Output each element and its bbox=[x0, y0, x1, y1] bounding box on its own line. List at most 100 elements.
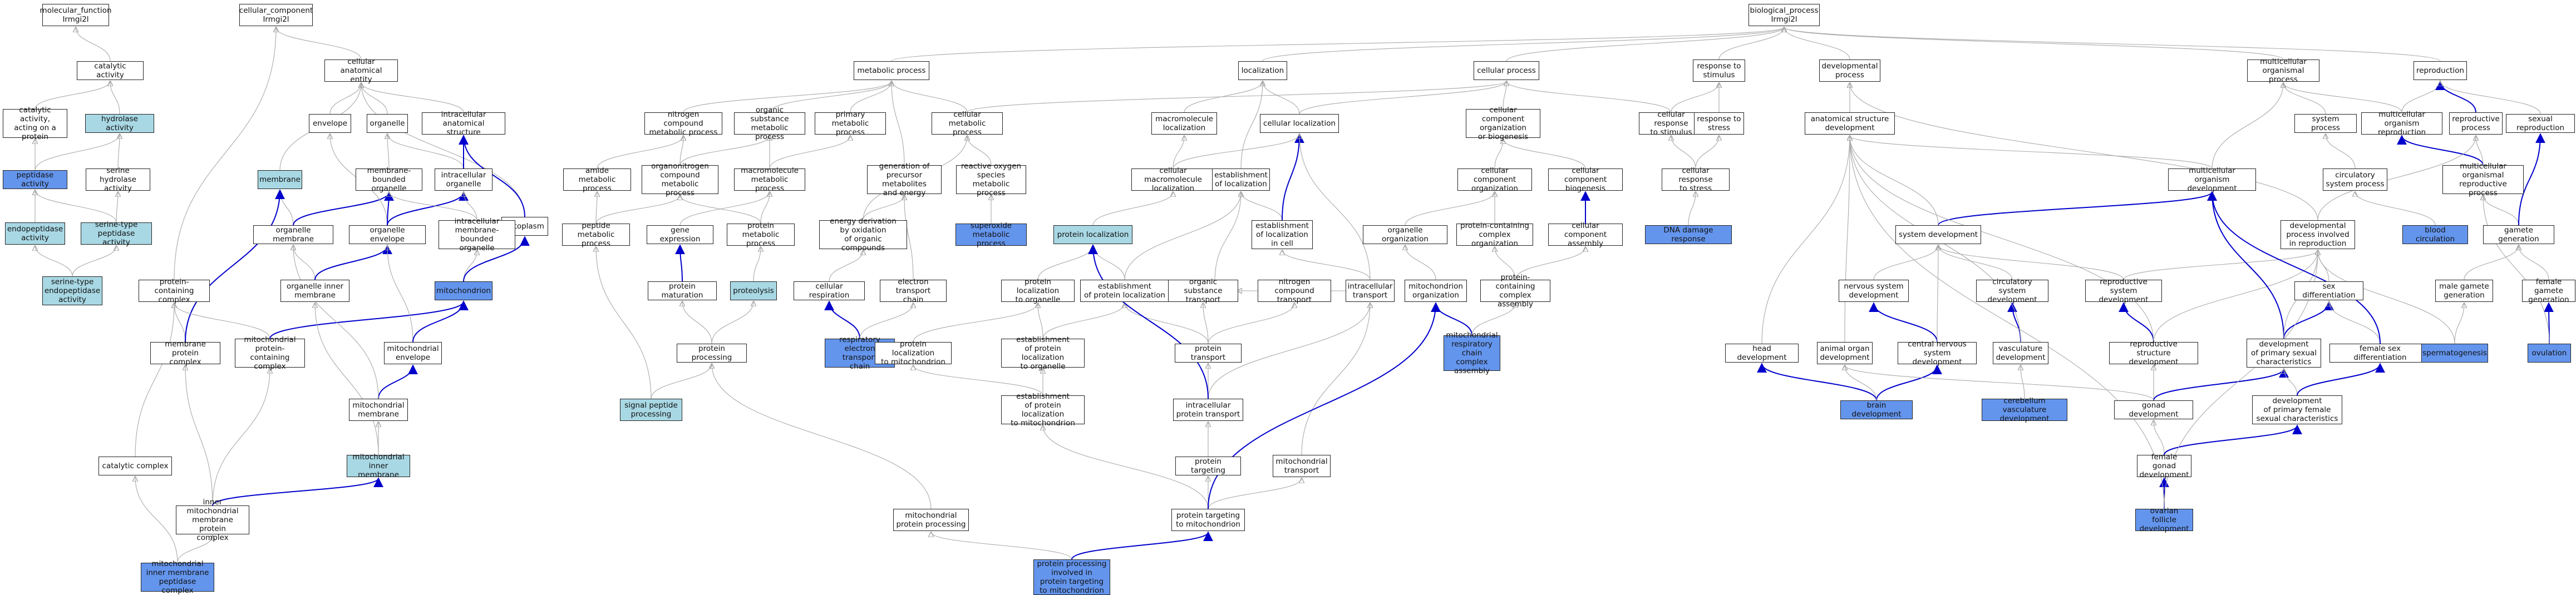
go-term-protein-localization-organelle[interactable]: protein localization to organelle bbox=[1001, 277, 1075, 304]
go-term-organelle-envelope[interactable]: organelle envelope bbox=[349, 225, 426, 244]
go-term-hydrolase-activity[interactable]: hydrolase activity bbox=[85, 114, 154, 133]
go-term-multicellular-organism-development[interactable]: multicellular organism development bbox=[2168, 166, 2256, 193]
go-term-protein-targeting[interactable]: protein targeting bbox=[1175, 457, 1241, 475]
go-term-spermatogenesis[interactable]: spermatogenesis bbox=[2421, 344, 2488, 363]
go-term-male-gamete-generation[interactable]: male gamete generation bbox=[2435, 280, 2493, 302]
go-term-brain-development[interactable]: brain development bbox=[1840, 400, 1913, 419]
go-term-protein-metabolic[interactable]: protein metabolic process bbox=[727, 221, 795, 248]
go-term-intracellular-mb-organelle[interactable]: intracellular membrane-bounded organelle bbox=[439, 217, 515, 252]
go-term-protein-containing-complex-assembly[interactable]: protein-containing complex assembly bbox=[1480, 273, 1550, 309]
go-term-mito-protein-processing[interactable]: mitochondrial protein processing bbox=[893, 509, 969, 531]
go-term-membrane-protein-complex[interactable]: membrane protein complex bbox=[150, 340, 220, 366]
go-term-catalytic-activity-protein[interactable]: catalytic activity, acting on a protein bbox=[3, 106, 67, 141]
go-term-sexual-reproduction[interactable]: sexual reproduction bbox=[2506, 114, 2575, 133]
go-term-sex-differentiation[interactable]: sex differentiation bbox=[2294, 281, 2363, 300]
go-term-protein-localization-mito[interactable]: protein localization to mitochondrion bbox=[875, 340, 952, 366]
go-term-organic-substance-metabolic[interactable]: organic substance metabolic process bbox=[734, 106, 805, 141]
go-term-gamete-generation[interactable]: gamete generation bbox=[2483, 225, 2554, 244]
go-term-reproductive-system-development[interactable]: reproductive system development bbox=[2085, 277, 2162, 304]
go-term-response-to-stress[interactable]: response to stress bbox=[1694, 112, 1744, 135]
go-term-catalytic-activity[interactable]: catalytic activity bbox=[77, 61, 144, 80]
go-term-intracellular-organelle[interactable]: intracellular organelle bbox=[435, 168, 492, 191]
go-term-nervous-system-development[interactable]: nervous system development bbox=[1839, 280, 1909, 302]
go-term-reproductive-process[interactable]: reproductive process bbox=[2449, 112, 2503, 135]
go-term-female-gonad-development[interactable]: female gonad development bbox=[2137, 453, 2191, 479]
go-term-protein-localization[interactable]: protein localization bbox=[1053, 225, 1132, 244]
go-term-inner-mito-membrane-complex[interactable]: inner mitochondrial membrane protein com… bbox=[176, 498, 249, 542]
go-term-mitochondrion-organization[interactable]: mitochondrion organization bbox=[1405, 280, 1467, 302]
go-term-localization[interactable]: localization bbox=[1238, 61, 1287, 80]
go-term-serine-hydrolase[interactable]: serine hydrolase activity bbox=[86, 166, 150, 193]
go-term-female-sex-differentiation[interactable]: female sex differentiation bbox=[2329, 344, 2431, 363]
go-term-intracellular-protein-transport[interactable]: intracellular protein transport bbox=[1173, 399, 1243, 421]
go-term-cerebellum-vasculature[interactable]: cerebellum vasculature development bbox=[1982, 396, 2067, 423]
go-term-intracellular-transport[interactable]: intracellular transport bbox=[1346, 280, 1395, 302]
go-term-cellular-process[interactable]: cellular process bbox=[1474, 61, 1539, 80]
go-term-cellular-component-biogenesis[interactable]: cellular component biogenesis bbox=[1548, 166, 1623, 193]
go-term-system-development[interactable]: system development bbox=[1895, 225, 1981, 244]
go-term-energy-derivation[interactable]: energy derivation by oxidation of organi… bbox=[819, 217, 907, 252]
go-term-ovulation[interactable]: ovulation bbox=[2528, 344, 2571, 363]
go-term-mitochondrial-transport[interactable]: mitochondrial transport bbox=[1273, 455, 1331, 477]
go-term-cellular-anatomical-entity[interactable]: cellular anatomical entity bbox=[324, 57, 398, 84]
go-term-response-to-stimulus[interactable]: response to stimulus bbox=[1693, 60, 1745, 82]
go-term-establishment-protein-localization-organelle[interactable]: establishment of protein localization to… bbox=[1001, 335, 1085, 371]
go-term-envelope[interactable]: envelope bbox=[309, 114, 351, 133]
go-term-peptidase-activity[interactable]: peptidase activity bbox=[3, 170, 67, 189]
go-term-cellular-metabolic[interactable]: cellular metabolic process bbox=[932, 110, 1003, 137]
go-term-mito-protein-complex[interactable]: mitochondrial protein-containing complex bbox=[235, 335, 305, 371]
go-term-organelle[interactable]: organelle bbox=[367, 114, 408, 133]
go-term-superoxide-metabolic[interactable]: superoxide metabolic process bbox=[955, 221, 1027, 248]
go-term-protein-containing-complex[interactable]: protein-containing complex bbox=[139, 277, 210, 304]
go-term-cellular-component-organization[interactable]: cellular component organization bbox=[1457, 166, 1532, 193]
go-term-multicellular-organismal-process[interactable]: multicellular organismal process bbox=[2247, 57, 2319, 84]
go-term-system-process[interactable]: system process bbox=[2294, 114, 2357, 133]
go-term-biological-process[interactable]: biological_process Irmgi2l bbox=[1748, 4, 1820, 26]
go-term-macromolecule-metabolic[interactable]: macromolecule metabolic process bbox=[734, 166, 805, 193]
go-term-amide-metabolic[interactable]: amide metabolic process bbox=[563, 166, 631, 193]
go-term-cellular-component-assembly[interactable]: cellular component assembly bbox=[1548, 221, 1623, 248]
go-term-serine-peptidase[interactable]: serine-type peptidase activity bbox=[81, 220, 152, 247]
go-term-cellular-response-stress[interactable]: cellular response to stress bbox=[1662, 166, 1730, 193]
go-term-organic-substance-transport[interactable]: organic substance transport bbox=[1168, 277, 1238, 304]
go-term-membrane[interactable]: membrane bbox=[258, 170, 302, 189]
go-term-protein-processing-mito-targeting[interactable]: protein processing involved in protein t… bbox=[1033, 559, 1110, 595]
go-term-anatomical-structure-development[interactable]: anatomical structure development bbox=[1805, 112, 1895, 135]
go-term-organonitrogen-metabolic[interactable]: organonitrogen compound metabolic proces… bbox=[642, 162, 718, 197]
go-term-developmental-process-reproduction[interactable]: developmental process involved in reprod… bbox=[2281, 220, 2355, 249]
go-term-ovarian-follicle-development[interactable]: ovarian follicle development bbox=[2135, 507, 2193, 533]
go-term-serine-endopeptidase[interactable]: serine-type endopeptidase activity bbox=[42, 276, 102, 305]
go-term-cellular-macromolecule-localization[interactable]: cellular macromolecule localization bbox=[1131, 166, 1215, 193]
go-term-reproductive-structure-development[interactable]: reproductive structure development bbox=[2109, 340, 2198, 366]
go-term-head-development[interactable]: head development bbox=[1725, 344, 1799, 363]
go-term-organelle-inner-membrane[interactable]: organelle inner membrane bbox=[280, 280, 349, 302]
go-term-establishment-protein-localization[interactable]: establishment of protein localization bbox=[1080, 280, 1169, 302]
go-term-protein-transport[interactable]: protein transport bbox=[1175, 344, 1242, 363]
go-term-molecular-function[interactable]: molecular_function Irmgi2l bbox=[40, 4, 111, 26]
go-term-blood-circulation[interactable]: blood circulation bbox=[2402, 225, 2468, 244]
go-term-cns-development[interactable]: central nervous system development bbox=[1898, 340, 1977, 366]
go-term-establishment-localization-cell[interactable]: establishment of localization in cell bbox=[1252, 220, 1313, 249]
go-term-dna-damage-response[interactable]: DNA damage response bbox=[1645, 225, 1732, 244]
go-term-membrane-bounded-organelle[interactable]: membrane-bounded organelle bbox=[356, 166, 422, 193]
go-term-cellular-component-organization-biogenesis[interactable]: cellular component organization or bioge… bbox=[1466, 106, 1540, 141]
go-term-reproduction[interactable]: reproduction bbox=[2414, 61, 2467, 80]
go-term-endopeptidase-activity[interactable]: endopeptidase activity bbox=[5, 222, 65, 245]
go-term-protein-processing[interactable]: protein processing bbox=[677, 344, 747, 363]
go-term-multicellular-organismal-reproductive[interactable]: multicellular organismal reproductive pr… bbox=[2442, 162, 2524, 197]
go-term-development-primary-sexual[interactable]: development of primary sexual characteri… bbox=[2247, 339, 2321, 368]
go-term-mito-respiratory-chain-assembly[interactable]: mitochondrial respiratory chain complex … bbox=[1444, 331, 1500, 375]
go-term-mito-inner-membrane[interactable]: mitochondrial inner membrane bbox=[347, 453, 410, 479]
go-term-cellular-respiration[interactable]: cellular respiration bbox=[794, 281, 865, 300]
go-term-vasculature-development[interactable]: vasculature development bbox=[1993, 342, 2048, 364]
go-term-establishment-localization[interactable]: establishment of localization bbox=[1212, 168, 1270, 191]
go-term-reactive-oxygen[interactable]: reactive oxygen species metabolic proces… bbox=[956, 162, 1026, 197]
go-term-proteolysis[interactable]: proteolysis bbox=[730, 281, 777, 300]
go-term-macromolecule-localization[interactable]: macromolecule localization bbox=[1151, 112, 1217, 135]
go-term-circulatory-system-development[interactable]: circulatory system development bbox=[1976, 277, 2048, 304]
go-term-peptide-metabolic[interactable]: peptide metabolic process bbox=[562, 221, 630, 248]
go-term-electron-transport-chain[interactable]: electron transport chain bbox=[880, 277, 947, 304]
go-term-protein-maturation[interactable]: protein maturation bbox=[648, 281, 717, 300]
go-term-animal-organ-development[interactable]: animal organ development bbox=[1817, 342, 1873, 364]
go-term-cellular-component[interactable]: cellular_component Irmgi2l bbox=[239, 4, 313, 26]
